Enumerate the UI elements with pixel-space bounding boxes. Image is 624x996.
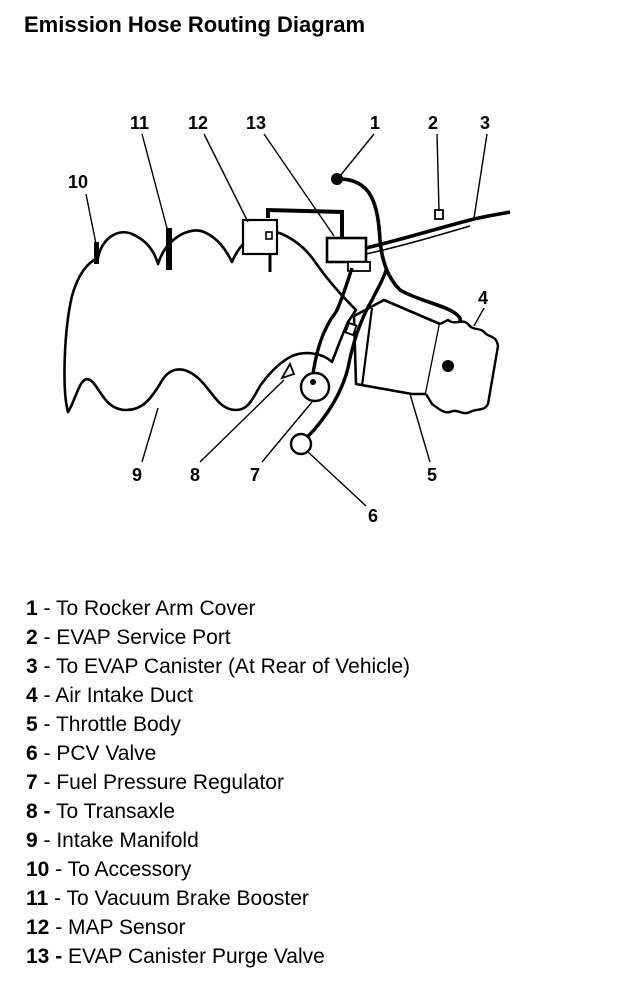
legend-number: 3	[26, 655, 38, 678]
legend-item: 7 - Fuel Pressure Regulator	[26, 768, 410, 797]
legend-number: 10	[26, 858, 50, 881]
legend-item: 10 - To Accessory	[26, 855, 410, 884]
callout-8: 8	[190, 465, 200, 485]
emission-hose-routing-diagram: 1 2 3 4 5 6 7 8 9 10 11 12 13	[63, 113, 511, 526]
legend-text: - Intake Manifold	[37, 829, 199, 852]
legend-text: - Fuel Pressure Regulator	[37, 771, 284, 794]
evap-canister-hose	[365, 210, 511, 250]
callout-13: 13	[246, 113, 266, 133]
legend-item: 12 - MAP Sensor	[26, 913, 410, 942]
legend-text: - To Rocker Arm Cover	[37, 597, 256, 620]
legend-item: 5 - Throttle Body	[26, 710, 410, 739]
legend-number: 2	[26, 626, 38, 649]
legend-number: 12	[26, 916, 50, 939]
legend-number: 6	[26, 742, 38, 765]
legend-text: - To EVAP Canister (At Rear of Vehicle)	[37, 655, 411, 678]
legend-item: 6 - PCV Valve	[26, 739, 410, 768]
legend-number: 7	[26, 771, 38, 794]
leader-line-6	[307, 451, 367, 507]
legend-text: - Air Intake Duct	[37, 684, 193, 707]
accessory-port	[94, 242, 99, 264]
legend-text: To Transaxle	[50, 800, 176, 823]
leader-line-7	[261, 401, 313, 463]
diagram-title: Emission Hose Routing Diagram	[24, 12, 366, 37]
transaxle-fitting	[280, 361, 296, 380]
leader-line-3	[473, 133, 488, 219]
legend-text: - MAP Sensor	[49, 916, 186, 939]
legend-number: 4	[26, 684, 38, 707]
legend-item: 2 - EVAP Service Port	[26, 623, 410, 652]
legend-number: 8 -	[26, 800, 51, 823]
hose-check-valve	[344, 321, 358, 337]
evap-service-port	[434, 209, 444, 220]
legend-text: - Throttle Body	[37, 713, 181, 736]
callout-7: 7	[250, 465, 260, 485]
fuel-pressure-regulator	[299, 371, 331, 403]
legend-number: 9	[26, 829, 38, 852]
callout-11: 11	[130, 113, 149, 133]
legend-item: 13 - EVAP Canister Purge Valve	[26, 942, 410, 971]
legend-list: 1 - To Rocker Arm Cover 2 - EVAP Service…	[26, 594, 410, 971]
air-intake-duct	[424, 318, 500, 415]
leader-line-8	[199, 379, 285, 463]
callout-3: 3	[480, 113, 490, 133]
legend-item: 1 - To Rocker Arm Cover	[26, 594, 410, 623]
leader-line-5	[409, 393, 431, 463]
fuel-pressure-regulator-port	[310, 379, 316, 385]
evap-canister-hose-lower	[365, 225, 471, 255]
air-intake-duct-fitting	[442, 360, 454, 372]
evap-purge-valve-connector	[347, 261, 371, 272]
pcv-hose	[310, 267, 354, 381]
legend-item: 8 - To Transaxle	[26, 797, 410, 826]
leader-line-2	[436, 133, 440, 211]
legend-number: 1	[26, 597, 38, 620]
legend-text: - PCV Valve	[37, 742, 157, 765]
callout-5: 5	[427, 465, 437, 485]
callout-12: 12	[188, 113, 208, 133]
legend-item: 4 - Air Intake Duct	[26, 681, 410, 710]
legend-text: - EVAP Service Port	[37, 626, 231, 649]
leader-line-11	[141, 133, 169, 233]
leader-line-1	[339, 133, 375, 177]
intake-manifold-outline	[63, 229, 358, 414]
legend-item: 9 - Intake Manifold	[26, 826, 410, 855]
legend-number: 13 -	[26, 945, 63, 968]
legend-text: - To Accessory	[49, 858, 192, 881]
callout-4: 4	[478, 288, 488, 308]
callout-6: 6	[368, 506, 378, 526]
map-sensor-connector	[265, 231, 273, 240]
evap-purge-valve	[325, 236, 368, 264]
brake-booster-port	[166, 228, 172, 270]
pcv-valve	[289, 432, 313, 456]
leader-line-10	[85, 193, 97, 245]
map-sensor-hose	[266, 207, 344, 238]
leader-line-13	[263, 133, 335, 237]
callout-1: 1	[370, 113, 380, 133]
legend-text: - To Vacuum Brake Booster	[48, 887, 309, 910]
leader-line-4	[473, 307, 485, 327]
throttle-body-edge	[360, 307, 374, 387]
legend-number: 11	[26, 887, 49, 910]
legend-number: 5	[26, 713, 38, 736]
callout-9: 9	[132, 465, 142, 485]
pcv-valve-hose	[298, 269, 388, 446]
legend-item: 3 - To EVAP Canister (At Rear of Vehicle…	[26, 652, 410, 681]
leader-line-12	[203, 133, 249, 223]
legend-item: 11 - To Vacuum Brake Booster	[26, 884, 410, 913]
leader-line-9	[141, 407, 159, 463]
callout-10: 10	[68, 172, 88, 192]
legend-text: EVAP Canister Purge Valve	[62, 945, 325, 968]
callout-2: 2	[428, 113, 438, 133]
